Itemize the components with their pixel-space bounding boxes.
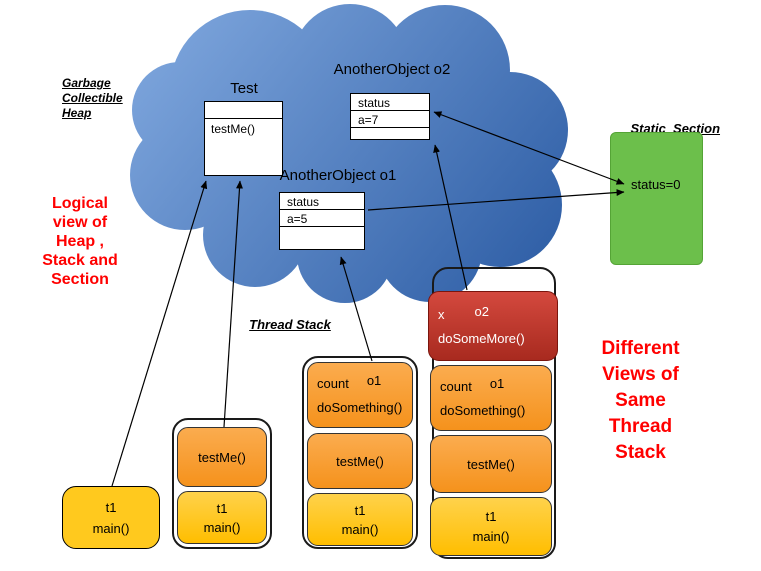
label-line: Thread [608, 416, 673, 437]
label-line: Logical [51, 195, 108, 212]
frame-method-label: main() [203, 519, 241, 535]
label-line: Collectible [62, 91, 123, 105]
frame-reference-label: o2 [474, 303, 489, 319]
frame-variable-line: count o1 [317, 372, 412, 391]
arrow-stack2-testme-to-test [223, 180, 244, 428]
test-empty-compartment [205, 102, 282, 119]
frame-method-label: testMe() [336, 453, 384, 469]
stack2-frame-testme: testMe() [177, 427, 267, 487]
arrow-count-to-o1 [339, 256, 373, 362]
frame-variable-line: count o1 [440, 375, 551, 394]
frame-method-label: main() [341, 521, 379, 537]
o2-object-title: AnotherObject o2 [333, 61, 451, 78]
frame-variable-label: x [438, 306, 445, 322]
stack1-frame-main: t1 main() [62, 486, 160, 549]
label-line: view of [52, 214, 108, 231]
o2-field-a: a=7 [351, 111, 429, 128]
label-line: Garbage [62, 76, 111, 90]
label-line: Heap , [55, 233, 104, 250]
frame-variable-label: count [440, 378, 472, 394]
label-line: Same [615, 390, 666, 411]
garbage-heap-label: Garbage Collectible Heap [62, 76, 123, 121]
frame-thread-label: t1 [485, 509, 497, 524]
label-line: Section [51, 271, 109, 288]
o1-empty-compartment [280, 227, 364, 249]
label-line: Different [601, 338, 680, 359]
o2-field-status: status [351, 94, 429, 111]
o2-object-box: status a=7 [350, 93, 430, 140]
different-views-label: Different Views of Same Thread Stack [568, 336, 713, 466]
logical-view-label: Logical view of Heap , Stack and Section [20, 194, 140, 289]
frame-reference-label: o1 [489, 375, 505, 391]
frame-thread-label: t1 [354, 502, 366, 518]
frame-method-label: doSomething() [440, 402, 526, 418]
frame-variable-label: count [317, 375, 349, 391]
frame-thread-label: t1 [216, 500, 228, 516]
frame-method-label: doSomething() [317, 399, 403, 415]
stack4-frame-dosomemore: x o2 doSomeMore() [428, 291, 558, 361]
stack4-frame-dosomething: count o1 doSomething() [430, 365, 552, 431]
frame-thread-label: t1 [105, 499, 117, 515]
o2-empty-compartment [351, 128, 429, 139]
stack2-frame-main: t1 main() [177, 491, 267, 544]
test-object-box: testMe() [204, 101, 283, 176]
stack3-frame-dosomething: count o1 doSomething() [307, 362, 413, 428]
stack4-frame-main: t1 main() [430, 497, 552, 556]
frame-method-label: main() [472, 529, 510, 544]
label-line: Views of [602, 364, 679, 385]
o1-field-status: status [280, 193, 364, 210]
arrow-o2-to-static [433, 111, 625, 185]
static-status-value: status=0 [631, 177, 681, 192]
arrow-o1-to-static [367, 189, 625, 211]
static-section-box: status=0 [610, 132, 703, 265]
frame-method-label: testMe() [198, 449, 246, 465]
frame-method-label: testMe() [467, 456, 515, 472]
label-line: Stack [615, 442, 666, 463]
o1-field-a: a=5 [280, 210, 364, 227]
stack3-frame-main: t1 main() [307, 493, 413, 546]
label-line: Heap [62, 106, 92, 120]
o1-object-title: AnotherObject o1 [279, 167, 397, 184]
label-line: Stack and [42, 252, 118, 269]
frame-variable-line: x o2 [438, 303, 557, 322]
frame-reference-label: o1 [366, 372, 382, 388]
stack3-frame-testme: testMe() [307, 433, 413, 489]
stack4-frame-testme: testMe() [430, 435, 552, 493]
thread-stack-label: Thread Stack [236, 317, 344, 332]
o1-object-box: status a=5 [279, 192, 365, 250]
frame-method-label: main() [92, 520, 130, 536]
frame-method-label: doSomeMore() [438, 330, 525, 346]
test-method: testMe() [211, 122, 256, 136]
test-object-title: Test [230, 80, 258, 97]
label-line: Thread Stack [249, 317, 331, 332]
